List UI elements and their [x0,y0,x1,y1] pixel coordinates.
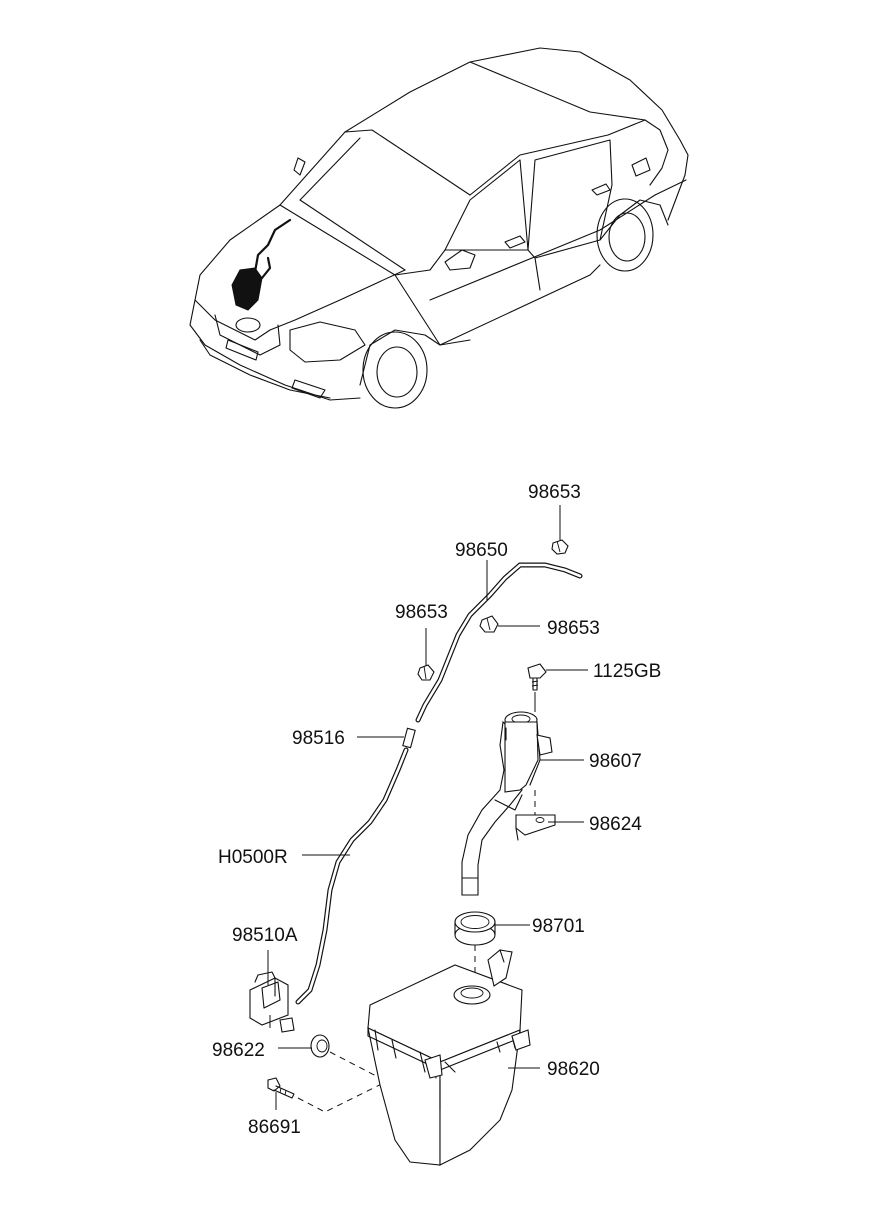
leader-lines [267,505,588,1110]
hose-clip-right [479,615,499,633]
label-98607: 98607 [589,751,642,772]
label-98624: 98624 [589,814,642,835]
label-98653-right: 98653 [547,618,600,639]
hose-connector [402,727,416,749]
label-98622: 98622 [212,1040,265,1061]
pump-grommet [310,1034,381,1079]
filler-neck [461,711,553,896]
label-98701: 98701 [532,916,585,937]
washer-reservoir [367,949,531,1166]
label-98516: 98516 [292,728,345,749]
label-1125gb: 1125GB [593,661,661,682]
washer-pump [249,971,295,1033]
grommet [454,911,496,975]
label-86691: 86691 [248,1117,301,1138]
label-98620: 98620 [547,1059,600,1080]
label-98653-top: 98653 [528,482,581,503]
label-98653-left: 98653 [395,602,448,623]
hose-clip-top [551,539,569,555]
filler-neck-bracket [515,790,556,841]
washer-nozzle-hose [415,562,583,723]
label-h0500r: H0500R [218,847,288,868]
vehicle-overview-illustration [189,47,689,409]
washer-hose [295,747,409,1005]
bolt-1125gb [527,663,547,712]
label-98650: 98650 [455,540,508,561]
hose-clip-left [417,664,435,681]
label-98510a: 98510A [232,925,298,946]
